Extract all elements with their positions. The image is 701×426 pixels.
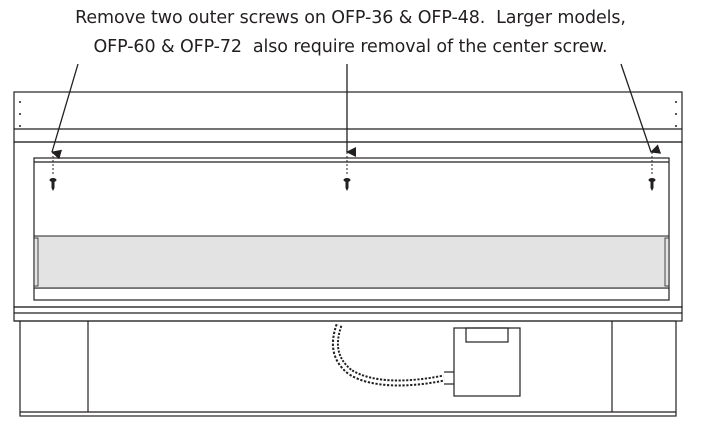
screw-icon <box>49 178 57 191</box>
gas-valve-box <box>453 327 521 397</box>
top-trim-panel <box>13 91 683 143</box>
instruction-caption: Remove two outer screws on OFP-36 & OFP-… <box>0 4 701 62</box>
glass-panel <box>33 235 670 289</box>
trim-dots <box>19 101 677 127</box>
instruction-line-2: OFP-60 & OFP-72 also require removal of … <box>93 37 608 57</box>
instruction-line-1: Remove two outer screws on OFP-36 & OFP-… <box>75 8 626 28</box>
leader-arrow-icon <box>620 63 662 154</box>
base-cabinet <box>19 320 677 417</box>
leader-arrow-icon <box>51 63 79 160</box>
gas-valve-top <box>465 327 509 343</box>
firebox-opening <box>33 157 670 301</box>
screw-icon <box>648 178 656 191</box>
base-ledge <box>13 306 683 322</box>
screw-icon <box>343 178 351 191</box>
